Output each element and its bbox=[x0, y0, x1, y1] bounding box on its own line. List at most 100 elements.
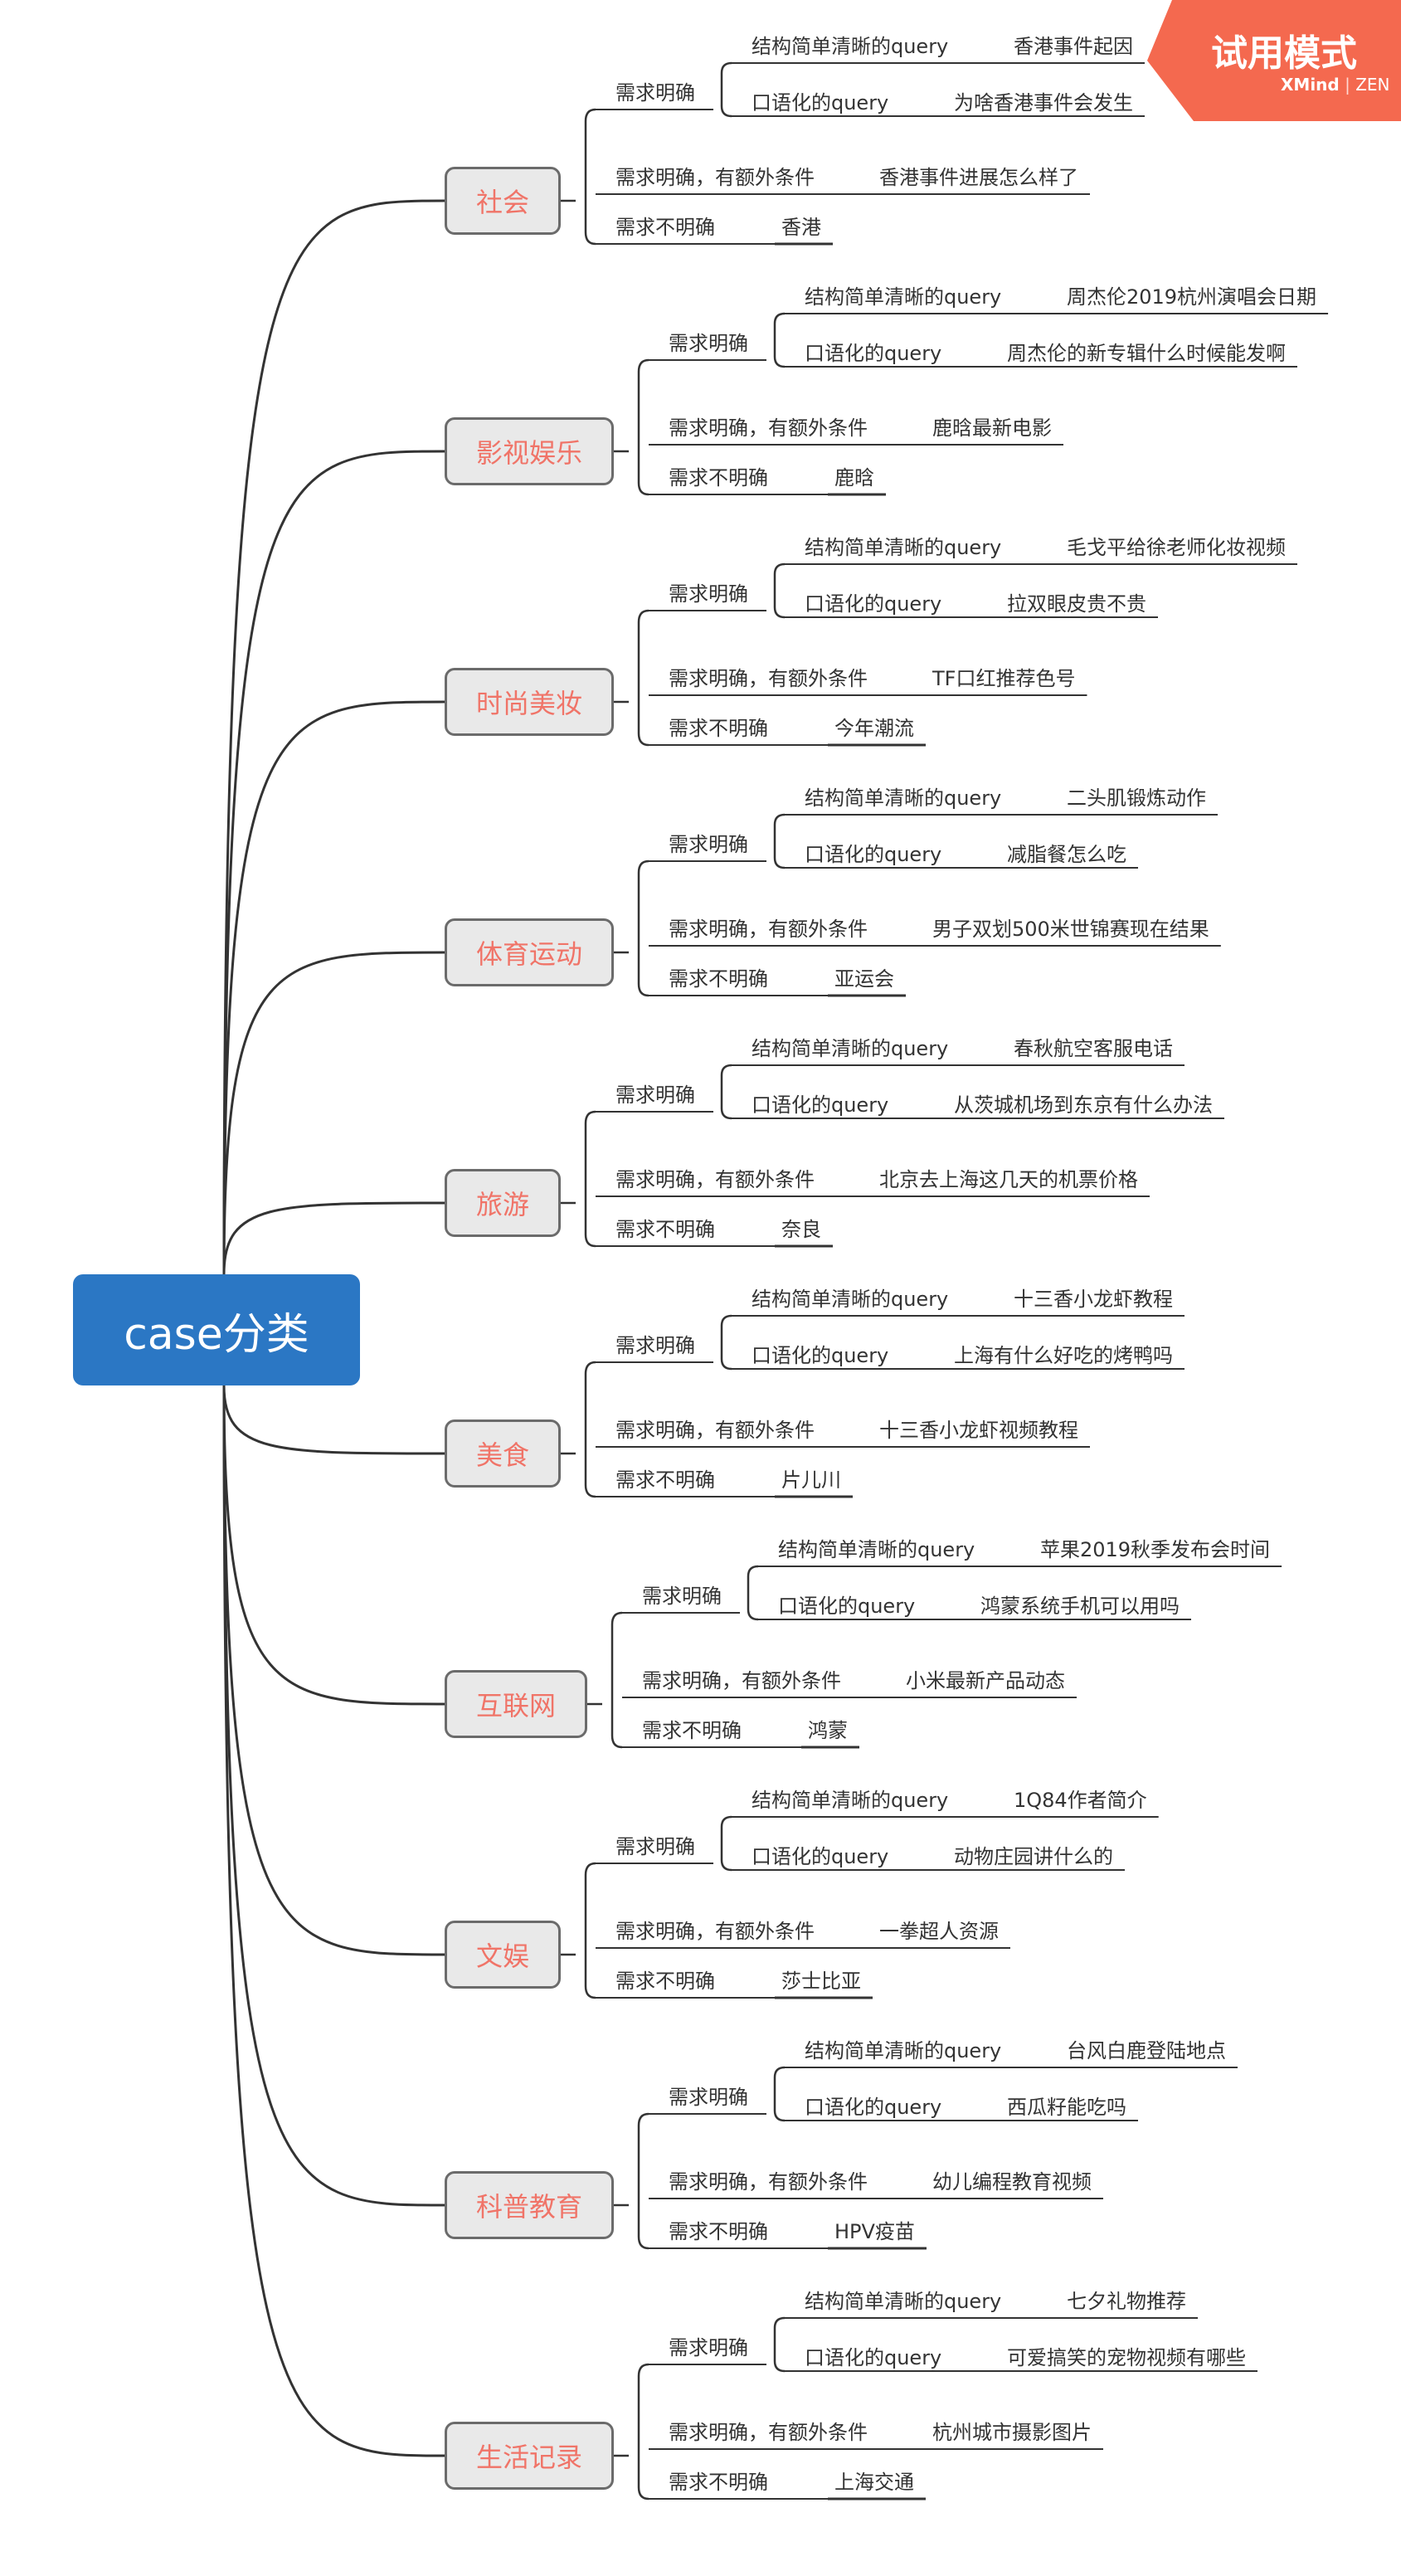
branch-need-extra[interactable]: 需求明确，有额外条件 bbox=[669, 667, 868, 690]
query-simple[interactable]: 周杰伦2019杭州演唱会日期 bbox=[1066, 285, 1317, 309]
branch-simple-query[interactable]: 结构简单清晰的query bbox=[804, 2039, 1002, 2062]
query-simple[interactable]: 春秋航空客服电话 bbox=[1013, 1037, 1173, 1060]
branch-need-extra[interactable]: 需求明确，有额外条件 bbox=[642, 1669, 841, 1692]
branch-simple-query[interactable]: 结构简单清晰的query bbox=[751, 35, 949, 58]
branch-need-clear[interactable]: 需求明确 bbox=[642, 1585, 722, 1608]
branch-need-extra[interactable]: 需求明确，有额外条件 bbox=[615, 1419, 815, 1442]
topic-node[interactable]: 生活记录 bbox=[445, 2422, 614, 2490]
topic-node[interactable]: 美食 bbox=[445, 1419, 561, 1488]
query-unclear[interactable]: 上海交通 bbox=[834, 2471, 914, 2494]
query-unclear[interactable]: 片儿川 bbox=[781, 1468, 841, 1492]
branch-need-clear[interactable]: 需求明确 bbox=[615, 1334, 695, 1357]
branch-need-unclear[interactable]: 需求不明确 bbox=[669, 967, 768, 991]
branch-need-extra[interactable]: 需求明确，有额外条件 bbox=[669, 2170, 868, 2194]
query-simple[interactable]: 苹果2019秋季发布会时间 bbox=[1039, 1538, 1271, 1561]
query-colloquial[interactable]: 鸿蒙系统手机可以用吗 bbox=[980, 1595, 1180, 1618]
branch-simple-query[interactable]: 结构简单清晰的query bbox=[777, 1538, 975, 1561]
topic-node[interactable]: 影视娱乐 bbox=[445, 417, 614, 485]
query-unclear[interactable]: 香港 bbox=[781, 216, 821, 239]
branch-need-extra[interactable]: 需求明确，有额外条件 bbox=[615, 166, 815, 189]
branch-need-extra[interactable]: 需求明确，有额外条件 bbox=[615, 1920, 815, 1943]
branch-colloquial-query[interactable]: 口语化的query bbox=[804, 2096, 942, 2119]
query-unclear[interactable]: 亚运会 bbox=[834, 967, 894, 991]
root-topic[interactable]: case分类 bbox=[73, 1274, 360, 1385]
query-unclear[interactable]: 奈良 bbox=[781, 1218, 821, 1241]
branch-need-unclear[interactable]: 需求不明确 bbox=[615, 1218, 715, 1241]
query-extra[interactable]: TF口红推荐色号 bbox=[932, 667, 1076, 690]
branch-need-unclear[interactable]: 需求不明确 bbox=[615, 216, 715, 239]
query-extra[interactable]: 北京去上海这几天的机票价格 bbox=[879, 1168, 1138, 1191]
query-colloquial[interactable]: 动物庄园讲什么的 bbox=[953, 1845, 1113, 1868]
branch-need-clear[interactable]: 需求明确 bbox=[669, 2336, 748, 2359]
topic-node[interactable]: 社会 bbox=[445, 167, 561, 235]
branch-colloquial-query[interactable]: 口语化的query bbox=[804, 592, 942, 616]
query-unclear[interactable]: 今年潮流 bbox=[834, 717, 914, 740]
branch-need-unclear[interactable]: 需求不明确 bbox=[615, 1468, 715, 1492]
query-extra[interactable]: 十三香小龙虾视频教程 bbox=[879, 1419, 1078, 1442]
branch-need-clear[interactable]: 需求明确 bbox=[669, 332, 748, 355]
query-simple[interactable]: 二头肌锻炼动作 bbox=[1066, 786, 1206, 810]
query-colloquial[interactable]: 从茨城机场到东京有什么办法 bbox=[953, 1093, 1213, 1117]
branch-need-extra[interactable]: 需求明确，有额外条件 bbox=[669, 2421, 868, 2444]
branch-need-extra[interactable]: 需求明确，有额外条件 bbox=[669, 416, 868, 440]
branch-need-unclear[interactable]: 需求不明确 bbox=[642, 1719, 742, 1742]
query-colloquial[interactable]: 周杰伦的新专辑什么时候能发啊 bbox=[1006, 342, 1286, 365]
query-extra[interactable]: 鹿晗最新电影 bbox=[932, 416, 1052, 440]
branch-simple-query[interactable]: 结构简单清晰的query bbox=[804, 786, 1002, 810]
query-extra[interactable]: 香港事件进展怎么样了 bbox=[879, 166, 1078, 189]
branch-need-clear[interactable]: 需求明确 bbox=[615, 1835, 695, 1858]
branch-need-clear[interactable]: 需求明确 bbox=[669, 833, 748, 856]
query-colloquial[interactable]: 为啥香港事件会发生 bbox=[953, 91, 1133, 114]
query-simple[interactable]: 十三香小龙虾教程 bbox=[1013, 1288, 1173, 1311]
branch-simple-query[interactable]: 结构简单清晰的query bbox=[804, 285, 1002, 309]
query-unclear[interactable]: HPV疫苗 bbox=[834, 2220, 915, 2243]
query-extra[interactable]: 小米最新产品动态 bbox=[906, 1669, 1065, 1692]
branch-need-unclear[interactable]: 需求不明确 bbox=[669, 466, 768, 489]
branch-need-unclear[interactable]: 需求不明确 bbox=[669, 2220, 768, 2243]
query-unclear[interactable]: 鸿蒙 bbox=[808, 1719, 848, 1742]
query-extra[interactable]: 杭州城市摄影图片 bbox=[932, 2421, 1092, 2444]
branch-colloquial-query[interactable]: 口语化的query bbox=[751, 1093, 889, 1117]
branch-simple-query[interactable]: 结构简单清晰的query bbox=[804, 536, 1002, 559]
query-simple[interactable]: 台风白鹿登陆地点 bbox=[1066, 2039, 1226, 2062]
topic-node[interactable]: 科普教育 bbox=[445, 2171, 614, 2239]
topic-node[interactable]: 旅游 bbox=[445, 1169, 561, 1237]
query-colloquial[interactable]: 减脂餐怎么吃 bbox=[1006, 843, 1126, 866]
branch-need-clear[interactable]: 需求明确 bbox=[615, 1083, 695, 1107]
query-colloquial[interactable]: 西瓜籽能吃吗 bbox=[1006, 2096, 1126, 2119]
query-extra[interactable]: 男子双划500米世锦赛现在结果 bbox=[932, 918, 1209, 941]
query-colloquial[interactable]: 上海有什么好吃的烤鸭吗 bbox=[953, 1344, 1173, 1367]
branch-need-clear[interactable]: 需求明确 bbox=[615, 81, 695, 105]
branch-need-clear[interactable]: 需求明确 bbox=[669, 582, 748, 606]
query-extra[interactable]: 幼儿编程教育视频 bbox=[932, 2170, 1092, 2194]
branch-colloquial-query[interactable]: 口语化的query bbox=[804, 843, 942, 866]
topic-node[interactable]: 时尚美妆 bbox=[445, 668, 614, 736]
branch-colloquial-query[interactable]: 口语化的query bbox=[751, 1344, 889, 1367]
branch-simple-query[interactable]: 结构简单清晰的query bbox=[751, 1789, 949, 1812]
branch-simple-query[interactable]: 结构简单清晰的query bbox=[751, 1288, 949, 1311]
branch-colloquial-query[interactable]: 口语化的query bbox=[804, 342, 942, 365]
branch-colloquial-query[interactable]: 口语化的query bbox=[804, 2346, 942, 2369]
branch-need-extra[interactable]: 需求明确，有额外条件 bbox=[615, 1168, 815, 1191]
branch-need-extra[interactable]: 需求明确，有额外条件 bbox=[669, 918, 868, 941]
query-simple[interactable]: 七夕礼物推荐 bbox=[1066, 2290, 1186, 2313]
query-colloquial[interactable]: 拉双眼皮贵不贵 bbox=[1006, 592, 1146, 616]
branch-need-unclear[interactable]: 需求不明确 bbox=[669, 2471, 768, 2494]
branch-colloquial-query[interactable]: 口语化的query bbox=[751, 91, 889, 114]
query-simple[interactable]: 1Q84作者简介 bbox=[1013, 1789, 1147, 1812]
branch-simple-query[interactable]: 结构简单清晰的query bbox=[804, 2290, 1002, 2313]
query-unclear[interactable]: 鹿晗 bbox=[834, 466, 874, 489]
topic-node[interactable]: 体育运动 bbox=[445, 918, 614, 986]
query-extra[interactable]: 一拳超人资源 bbox=[879, 1920, 999, 1943]
branch-colloquial-query[interactable]: 口语化的query bbox=[777, 1595, 916, 1618]
branch-need-unclear[interactable]: 需求不明确 bbox=[615, 1970, 715, 1993]
query-simple[interactable]: 香港事件起因 bbox=[1013, 35, 1133, 58]
branch-simple-query[interactable]: 结构简单清晰的query bbox=[751, 1037, 949, 1060]
topic-node[interactable]: 互联网 bbox=[445, 1670, 587, 1738]
topic-node[interactable]: 文娱 bbox=[445, 1921, 561, 1989]
branch-need-unclear[interactable]: 需求不明确 bbox=[669, 717, 768, 740]
query-colloquial[interactable]: 可爱搞笑的宠物视频有哪些 bbox=[1006, 2346, 1246, 2369]
query-unclear[interactable]: 莎士比亚 bbox=[781, 1970, 861, 1993]
branch-colloquial-query[interactable]: 口语化的query bbox=[751, 1845, 889, 1868]
query-simple[interactable]: 毛戈平给徐老师化妆视频 bbox=[1066, 536, 1286, 559]
